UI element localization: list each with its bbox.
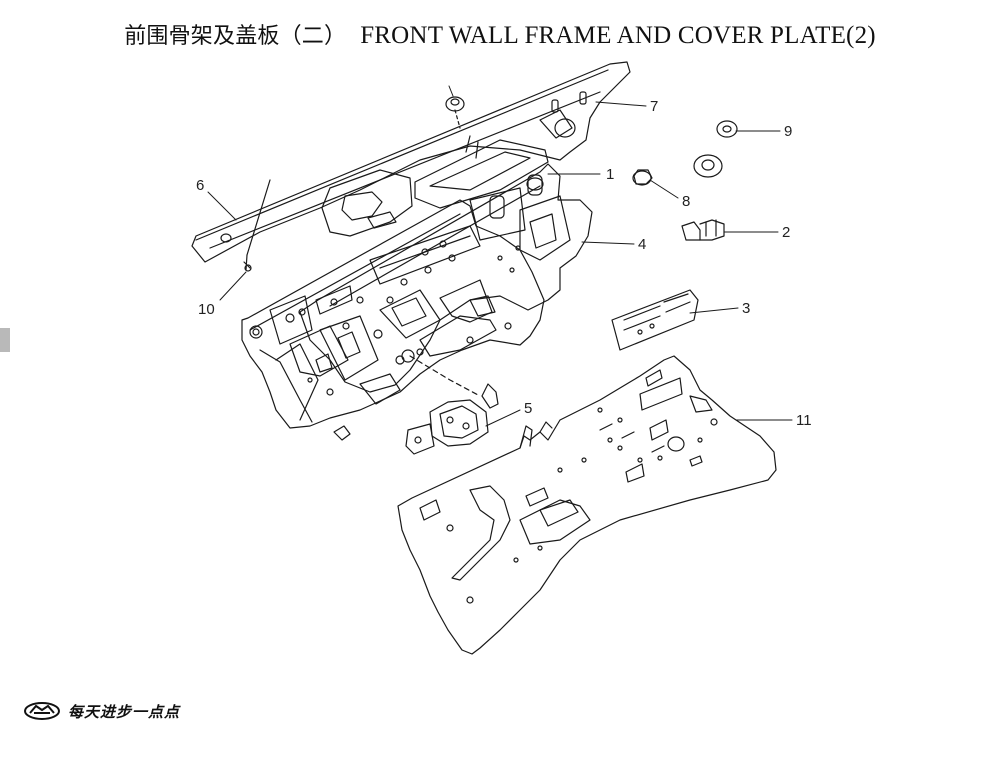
part-10-wire	[243, 179, 271, 272]
label-10: 10	[198, 301, 215, 318]
label-1: 1	[606, 166, 614, 183]
label-4: 4	[638, 236, 646, 253]
part-6-7-upper-rail	[191, 61, 631, 263]
part-2-clip	[681, 219, 725, 241]
label-2: 2	[782, 224, 790, 241]
label-9: 9	[784, 123, 792, 140]
leader-6	[207, 191, 237, 221]
leader-8	[649, 179, 679, 199]
part-11-large-cover	[397, 355, 777, 655]
connector-dashed	[409, 355, 481, 397]
title-english: FRONT WALL FRAME AND COVER PLATE(2)	[360, 22, 876, 49]
leader-10	[219, 271, 247, 301]
label-5: 5	[524, 400, 532, 417]
leader-lines	[207, 85, 793, 427]
leader-3	[689, 307, 739, 314]
part-labels: 1 2 3 4 5 6 7 8 9 10 11	[196, 98, 812, 429]
side-tab	[0, 328, 10, 352]
leader-4	[581, 241, 635, 245]
part-9-washer	[716, 120, 738, 138]
part-8-grommet	[632, 154, 723, 186]
part-5-bracket	[333, 383, 499, 455]
leader-grommet	[448, 85, 454, 97]
title-chinese: 前围骨架及盖板（二）	[124, 24, 347, 49]
part-1-front-frame	[241, 199, 545, 429]
label-7: 7	[650, 98, 658, 115]
leader-7	[595, 101, 647, 107]
label-11: 11	[796, 412, 812, 429]
label-6: 6	[196, 177, 204, 194]
footer-slogan: 每天进步一点点	[68, 702, 181, 721]
part-grommet-top	[445, 96, 465, 129]
leader-5	[485, 409, 521, 427]
footer: 每天进步一点点	[22, 698, 180, 724]
label-3: 3	[742, 300, 750, 317]
great-wall-logo-icon	[24, 702, 60, 720]
part-3-cover-plate	[611, 289, 699, 351]
label-8: 8	[682, 193, 690, 210]
page-title: 前围骨架及盖板（二） FRONT WALL FRAME AND COVER PLA…	[0, 18, 1000, 50]
